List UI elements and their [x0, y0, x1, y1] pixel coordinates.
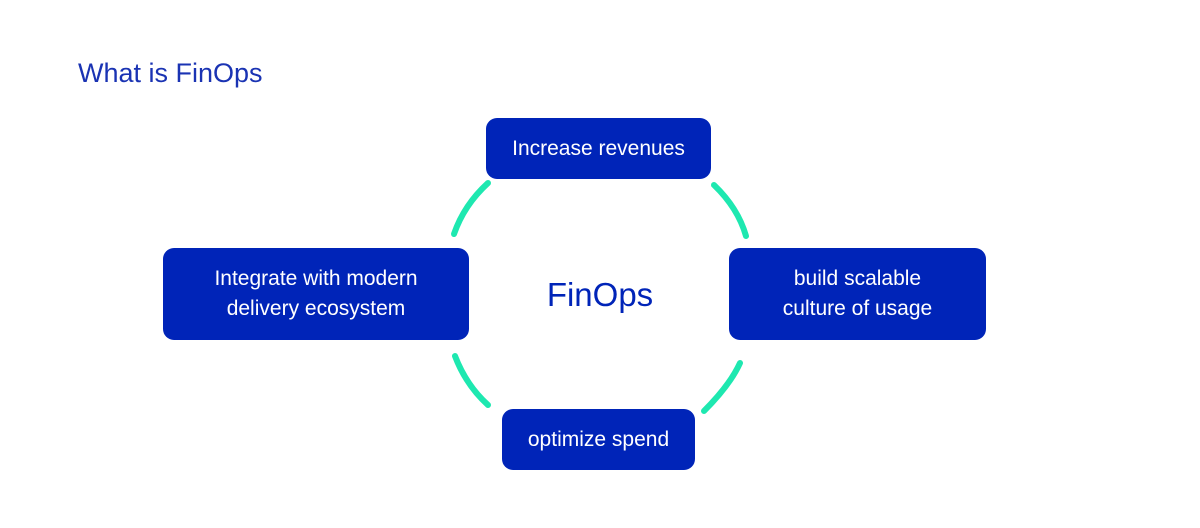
arc-bottom-left [452, 353, 491, 408]
center-label: FinOps [546, 276, 654, 313]
node-increase-revenues: Increase revenues [486, 118, 711, 179]
node-build-scalable-culture: build scalable culture of usage [729, 248, 986, 340]
node-label: build scalable culture of usage [782, 267, 933, 320]
arc-top-right [711, 182, 749, 239]
node-label: optimize spend [527, 427, 670, 451]
node-label: Increase revenues [512, 136, 685, 160]
node-integrate-delivery: Integrate with modern delivery ecosystem [163, 248, 469, 340]
arc-bottom-right [701, 360, 743, 414]
node-label: Integrate with modern delivery ecosystem [214, 267, 418, 320]
node-optimize-spend: optimize spend [502, 409, 695, 470]
arc-top-left [451, 180, 491, 237]
page-title: What is FinOps [78, 58, 263, 88]
